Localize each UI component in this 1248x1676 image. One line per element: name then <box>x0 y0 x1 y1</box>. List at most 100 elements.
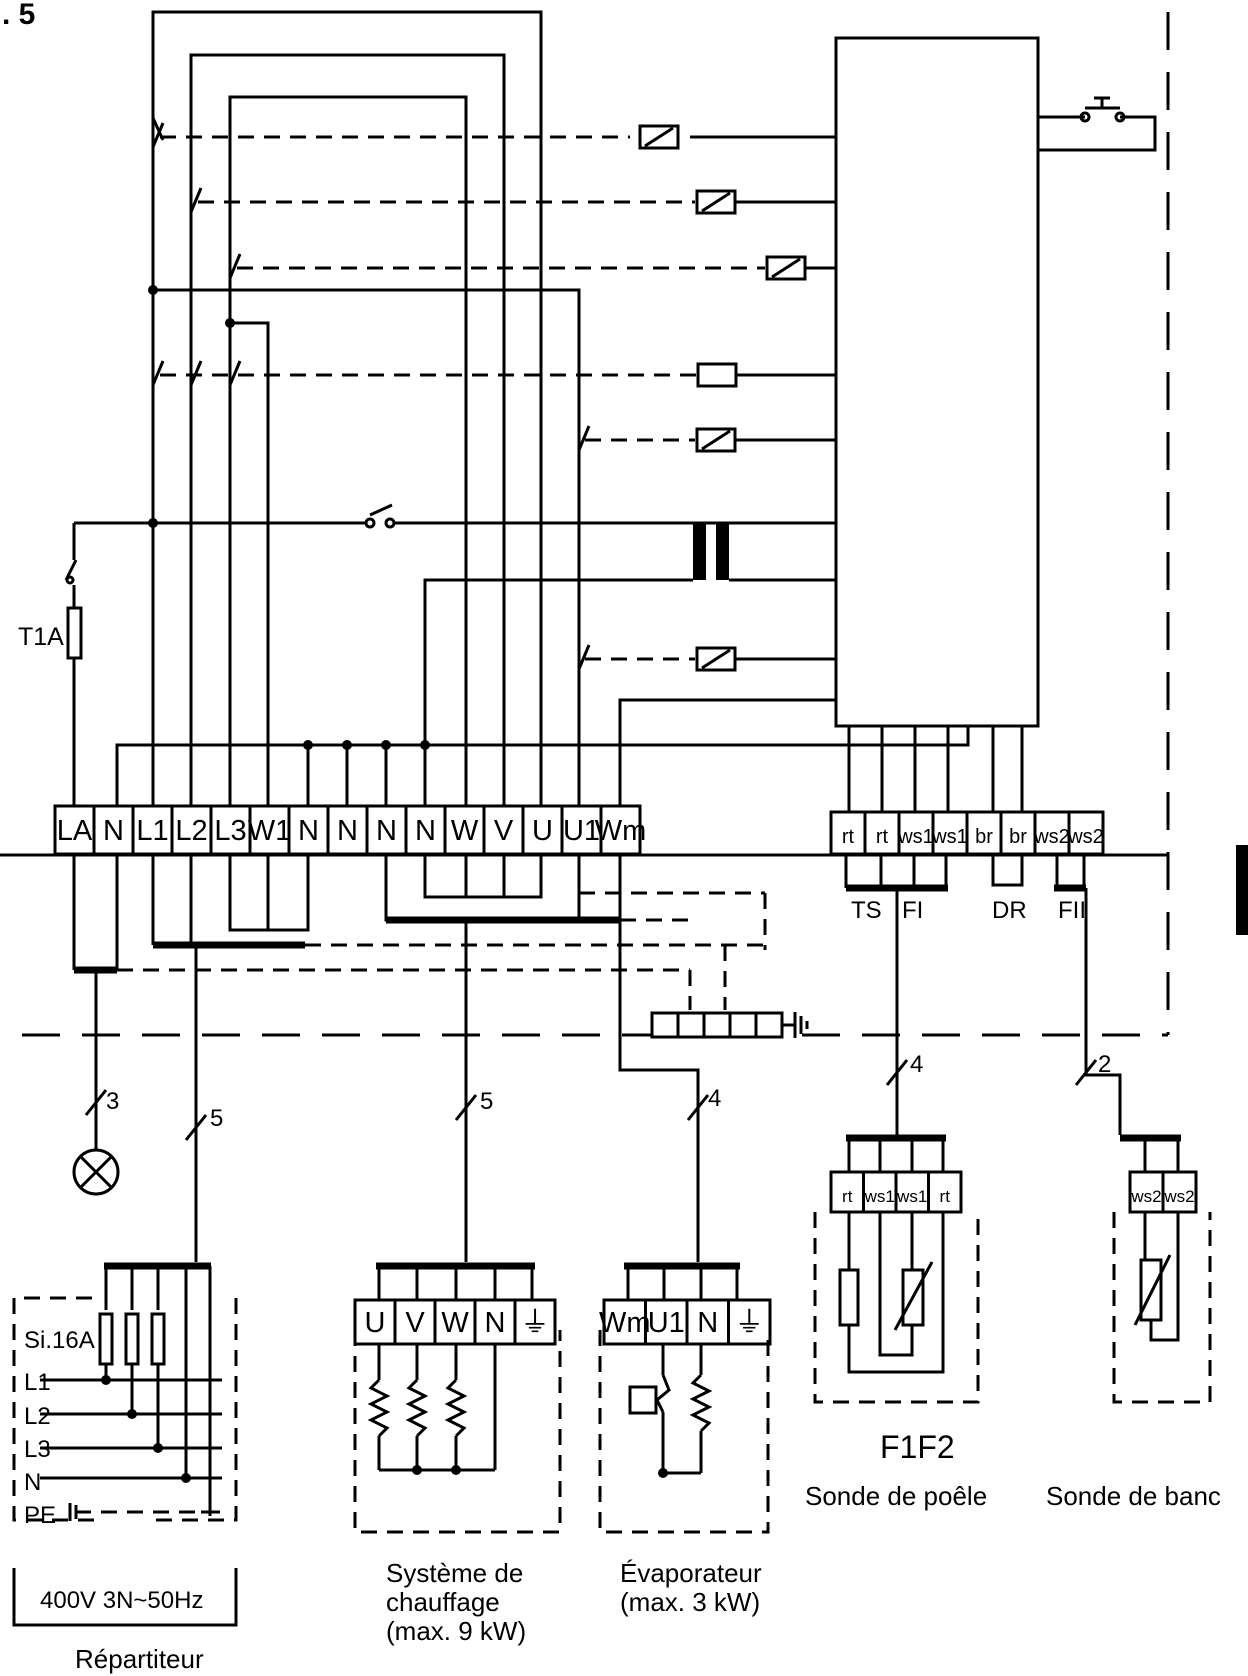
terminal-5: W1 <box>248 815 292 847</box>
terminal-1: N <box>103 815 124 847</box>
oven-sensor-heading: F1F2 <box>880 1429 955 1465</box>
evaporator-terminal-1: U1 <box>648 1307 685 1339</box>
terminal-8: N <box>376 815 397 847</box>
terminal-7: N <box>337 815 358 847</box>
relay-coil-6 <box>695 646 737 672</box>
evaporator-caption-line2: (max. 3 kW) <box>620 1587 760 1617</box>
oven-terminal-2: ws1 <box>896 1187 927 1206</box>
cable-count-lamp: 3 <box>106 1088 119 1115</box>
oven-sensor-caption: Sonde de poêle <box>805 1481 987 1511</box>
page-edge-tab <box>1236 845 1248 935</box>
line-label-l3: L3 <box>24 1436 51 1463</box>
terminal-4: L3 <box>214 815 246 847</box>
transformer-symbol <box>693 523 729 580</box>
door-switch <box>1038 96 1157 152</box>
relay-coil-2 <box>695 189 737 215</box>
sensor-terminal-7: ws2 <box>1067 826 1104 848</box>
relay-coil-1 <box>638 124 680 150</box>
evaporator-caption-line1: Évaporateur <box>620 1558 762 1588</box>
bench-sensor-caption: Sonde de banc <box>1046 1481 1221 1511</box>
line-label-pe: PE <box>24 1502 56 1529</box>
field-wiring <box>72 854 1122 1262</box>
group-label-fii: FII <box>1058 897 1086 924</box>
heating-element-1 <box>367 1344 391 1470</box>
service-switch <box>364 503 396 529</box>
heater-terminal-1: V <box>405 1307 425 1339</box>
controller-fuse <box>66 606 83 660</box>
supply-voltage-label: 400V 3N~50Hz <box>40 1587 203 1614</box>
line-label-n: N <box>24 1469 41 1496</box>
heater-terminal-3: N <box>485 1307 506 1339</box>
sensor-terminal-3: ws1 <box>931 826 968 848</box>
terminal-6: N <box>298 815 319 847</box>
sensor-terminal-5: br <box>1009 826 1027 848</box>
evaporator-thermostat-icon <box>628 1385 658 1415</box>
bench-terminal-1: ws2 <box>1163 1187 1194 1206</box>
oven-terminal-3: rt <box>940 1187 951 1206</box>
terminal-13: U1 <box>563 815 600 847</box>
sensor-terminal-0: rt <box>842 826 855 848</box>
ground-icon: ⏚ <box>735 1307 764 1339</box>
terminal-3: L2 <box>175 815 207 847</box>
sensor-terminal-4: br <box>975 826 993 848</box>
heating-element-2 <box>405 1344 429 1470</box>
terminal-9: N <box>415 815 436 847</box>
terminal-2: L1 <box>136 815 168 847</box>
sensor-terminal-1: rt <box>876 826 889 848</box>
fuse-rating-label: Si.16A <box>24 1327 95 1354</box>
bench-terminal-0: ws2 <box>1130 1187 1161 1206</box>
cable-count-supply: 5 <box>210 1105 223 1132</box>
lamp-switch <box>64 559 78 585</box>
heating-element-3 <box>444 1344 468 1470</box>
evaporator-terminal-2: N <box>697 1307 718 1339</box>
sensor-terminal-2: ws1 <box>897 826 934 848</box>
heater-caption-line1: Système de <box>386 1558 523 1588</box>
evaporator-terminal-0: Wm <box>599 1307 651 1339</box>
fuse-l3 <box>150 1312 166 1366</box>
heater-caption-line2: chauffage <box>386 1587 500 1617</box>
fuse-l2 <box>124 1312 140 1366</box>
ground-icon: ⏚ <box>520 1307 549 1339</box>
heater-caption-line3: (max. 9 kW) <box>386 1616 526 1646</box>
pe-rail <box>650 1011 809 1039</box>
terminal-11: V <box>494 815 514 847</box>
terminal-14: Wm <box>595 815 647 847</box>
group-label-ts: TS <box>851 897 882 924</box>
oven-terminal-1: ws1 <box>864 1187 895 1206</box>
terminal-12: U <box>532 815 553 847</box>
cable-count-oven-sensor: 4 <box>910 1051 923 1078</box>
distributor-caption: Répartiteur <box>75 1644 204 1674</box>
relay-coil-3 <box>765 255 807 281</box>
distributor: Si.16A L1 L2 L3 N PE 400V 3N~50Hz Répart… <box>12 1262 238 1674</box>
line-label-l1: L1 <box>24 1369 51 1396</box>
cable-count-markers: 3 5 5 4 4 2 <box>84 1051 1111 1141</box>
heater-terminal-2: W <box>441 1307 469 1339</box>
terminal-0: LA <box>57 815 93 847</box>
oven-sensor-resistor <box>838 1268 860 1327</box>
controller-unit <box>834 36 1040 728</box>
controller-fuse-label: T1A <box>18 623 64 651</box>
relay-coil-5 <box>695 427 737 453</box>
heater-terminal-0: U <box>365 1307 386 1339</box>
figure-label: . 5 <box>2 0 35 31</box>
group-label-dr: DR <box>992 897 1027 924</box>
cable-count-bench-sensor: 2 <box>1098 1051 1111 1078</box>
relay-coil-4 <box>696 362 738 388</box>
fuse-l1 <box>98 1312 114 1366</box>
group-label-fi: FI <box>902 897 923 924</box>
indicator-lamp <box>72 1140 120 1196</box>
contactor-wiring: T1A <box>18 10 1024 815</box>
oven-terminal-0: rt <box>842 1187 853 1206</box>
sensor-terminal-6: ws2 <box>1033 826 1070 848</box>
cable-count-evaporator: 4 <box>708 1085 721 1112</box>
cable-count-heater: 5 <box>480 1088 493 1115</box>
line-label-l2: L2 <box>24 1403 51 1430</box>
terminal-10: W <box>451 815 479 847</box>
